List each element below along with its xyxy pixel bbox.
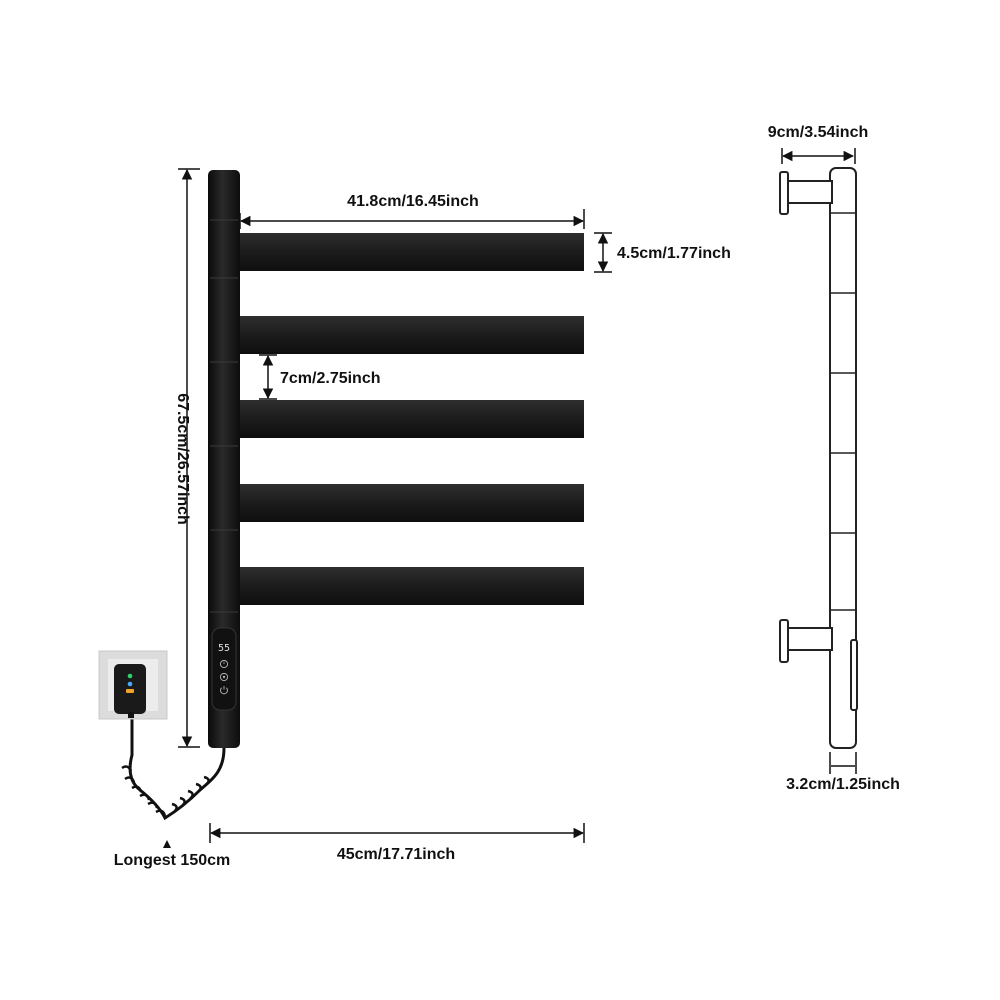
indicator-led-blue bbox=[127, 681, 133, 687]
bar-gap-label: 7cm/2.75inch bbox=[280, 370, 381, 387]
bar-height-label: 4.5cm/1.77inch bbox=[617, 245, 731, 262]
dimension-lines-side bbox=[781, 148, 857, 774]
side-view bbox=[779, 167, 858, 749]
pole-width-label: 3.2cm/1.25inch bbox=[786, 776, 900, 793]
power-button-icon[interactable] bbox=[220, 686, 228, 695]
indicator-led-green bbox=[127, 673, 133, 679]
temperature-display: 55 bbox=[218, 643, 230, 654]
total-height-label: 67.5cm/26.57inch bbox=[174, 393, 191, 525]
bar-length-label: 41.8cm/16.45inch bbox=[347, 193, 479, 210]
indicator-led-amber bbox=[126, 689, 134, 693]
pole-joints bbox=[210, 219, 238, 613]
mode-button-icon[interactable] bbox=[219, 672, 229, 682]
total-width-label: 45cm/17.71inch bbox=[337, 846, 455, 863]
wall-depth-label: 9cm/3.54inch bbox=[768, 124, 869, 141]
towel-bar-5 bbox=[236, 567, 584, 605]
towel-bar-4 bbox=[236, 484, 584, 522]
cable-coils bbox=[121, 765, 210, 817]
side-segment-lines bbox=[830, 212, 856, 611]
wall-socket-plug bbox=[98, 650, 168, 720]
top-wall-bracket bbox=[779, 171, 833, 215]
side-control-panel bbox=[850, 639, 858, 711]
timer-button-icon[interactable] bbox=[219, 659, 229, 669]
dimension-lines-front bbox=[178, 168, 612, 843]
towel-bar-1 bbox=[236, 233, 584, 271]
bottom-wall-bracket bbox=[779, 619, 833, 663]
towel-bar-3 bbox=[236, 400, 584, 438]
vertical-pole bbox=[208, 170, 240, 748]
towel-rack-front-view: 55 bbox=[98, 170, 584, 848]
side-pole bbox=[829, 167, 857, 749]
cable-pointer-icon bbox=[163, 840, 171, 848]
control-panel: 55 bbox=[211, 627, 237, 711]
towel-bar-2 bbox=[236, 316, 584, 354]
cable-length-label: Longest 150cm bbox=[114, 852, 230, 869]
